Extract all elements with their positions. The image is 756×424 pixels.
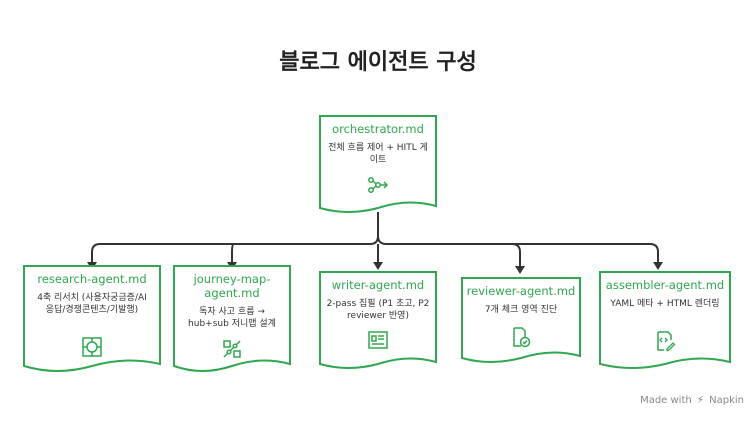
- orchestrator-name: orchestrator.md: [332, 122, 424, 136]
- reviewer-agent-desc: 7개 체크 영역 진단: [484, 305, 558, 315]
- writer-agent-name: writer-agent.md: [331, 278, 425, 292]
- research-agent-card: research-agent.md 4축 리서치 (사용자궁금증/AI응답/경쟁…: [22, 264, 162, 374]
- research-agent-name: research-agent.md: [37, 272, 147, 286]
- target-icon: [82, 337, 102, 357]
- assembler-agent-name: assembler-agent.md: [605, 278, 725, 292]
- orchestrator-desc: 전체 흐름 제어 + HITL 게이트: [328, 143, 428, 165]
- napkin-watermark: Made with ⚡ Napkin: [640, 395, 744, 406]
- map-icon: [223, 340, 241, 358]
- watermark-brand: Napkin: [709, 395, 744, 406]
- check-file-icon: [513, 327, 531, 348]
- journey-map-agent-name: journey-map-agent.md: [193, 272, 271, 300]
- assembler-agent-card: assembler-agent.md YAML 메타 + HTML 렌더링: [598, 270, 732, 370]
- document-icon: [368, 331, 388, 349]
- reviewer-agent-card: reviewer-agent.md 7개 체크 영역 진단: [460, 276, 582, 364]
- napkin-logo-icon: ⚡: [696, 395, 704, 406]
- assembler-agent-desc: YAML 메타 + HTML 렌더링: [610, 299, 720, 309]
- reviewer-agent-name: reviewer-agent.md: [466, 284, 576, 298]
- code-edit-icon: [657, 331, 676, 352]
- flow-icon: [368, 177, 389, 193]
- journey-map-agent-card: journey-map-agent.md 독자 사고 흐름 → hub+sub …: [172, 264, 292, 374]
- research-agent-desc: 4축 리서치 (사용자궁금증/AI응답/경쟁콘텐츠/기발행): [37, 293, 147, 315]
- writer-agent-desc: 2-pass 집필 (P1 초고, P2 reviewer 반영): [326, 299, 430, 321]
- diagram-title: 블로그 에이전트 구성: [279, 50, 477, 75]
- orchestrator-card: orchestrator.md 전체 흐름 제어 + HITL 게이트: [318, 114, 438, 214]
- writer-agent-card: writer-agent.md 2-pass 집필 (P1 초고, P2 rev…: [318, 270, 438, 370]
- journey-map-agent-desc: 독자 사고 흐름 → hub+sub 저니맵 설계: [188, 307, 276, 329]
- watermark-prefix: Made with: [640, 395, 692, 406]
